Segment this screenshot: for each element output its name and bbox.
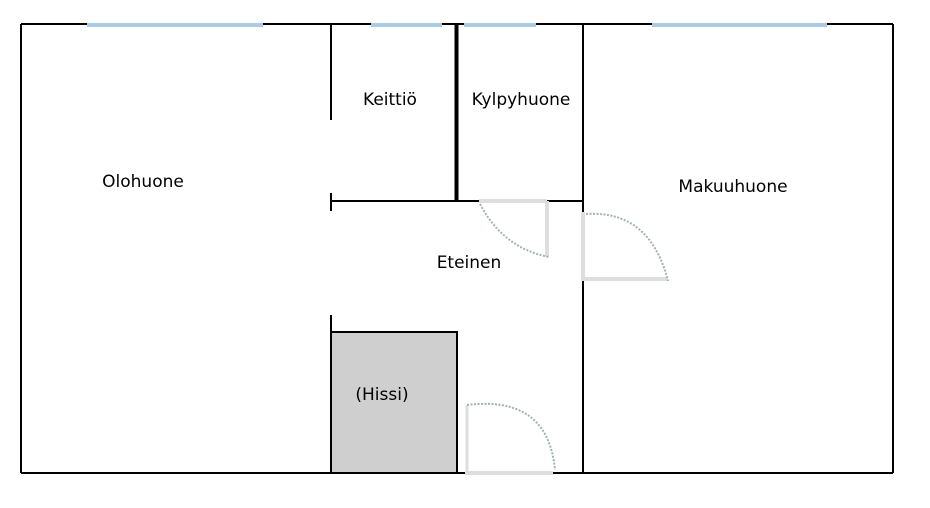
door-bedroom <box>581 212 669 282</box>
room-label-elevator: (Hissi) <box>355 385 408 405</box>
room-label-living-room: Olohuone <box>102 172 184 192</box>
door-bathroom-swing <box>479 203 550 258</box>
room-label-bedroom: Makuuhuone <box>678 177 787 197</box>
interior-walls <box>330 24 584 473</box>
door-bedroom-swing <box>585 212 669 282</box>
room-label-kitchen: Keittiö <box>363 90 417 110</box>
door-entrance <box>465 402 556 475</box>
room-label-bathroom: Kylpyhuone <box>472 90 571 110</box>
elevator-shaft <box>330 331 458 474</box>
room-label-hallway: Eteinen <box>437 253 502 273</box>
door-bathroom <box>479 199 550 258</box>
door-entrance-swing <box>466 402 556 471</box>
